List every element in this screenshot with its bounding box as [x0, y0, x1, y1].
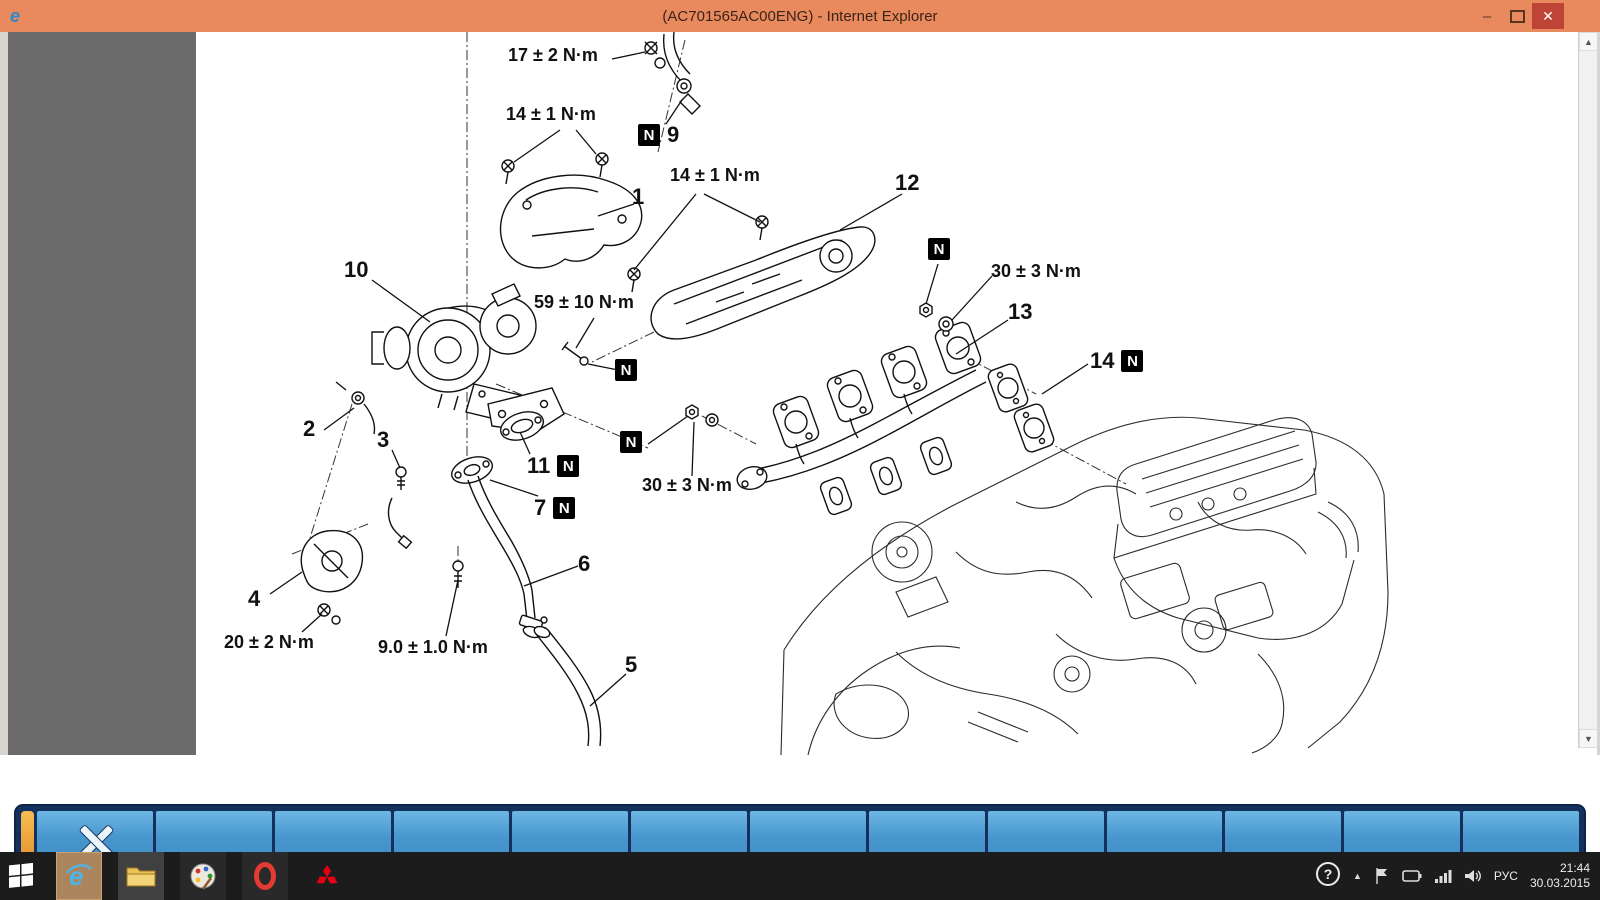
- ie-window-icon: e: [9, 5, 20, 26]
- tray-battery-icon[interactable]: [1402, 869, 1422, 883]
- page-left-edge: [0, 32, 8, 755]
- language-indicator[interactable]: РУС: [1493, 869, 1518, 883]
- minimize-button[interactable]: –: [1482, 7, 1492, 25]
- taskbar-paint-button[interactable]: [180, 852, 226, 900]
- vertical-scrollbar[interactable]: ▲ ▼: [1578, 32, 1598, 748]
- maximize-icon: [1509, 9, 1525, 23]
- clock-time: 21:44: [1559, 861, 1590, 875]
- tray-flag-icon[interactable]: [1374, 867, 1390, 885]
- scroll-up-button[interactable]: ▲: [1579, 32, 1598, 51]
- ie-icon: e: [65, 861, 92, 891]
- exploded-parts-drawing: [300, 32, 1055, 747]
- tray-network-icon[interactable]: [1434, 869, 1452, 883]
- taskbar-folder-button[interactable]: [118, 852, 164, 900]
- mitsubishi-icon: [316, 865, 338, 884]
- clock-date: 30.03.2015: [1529, 876, 1590, 890]
- start-button[interactable]: [0, 852, 42, 900]
- svg-text:?: ?: [1324, 866, 1333, 882]
- chevron-up-icon[interactable]: ▲: [1352, 871, 1362, 881]
- browser-viewport: ▲ ▼: [0, 32, 1600, 877]
- taskbar-mitsubishi-button[interactable]: [304, 852, 350, 900]
- close-button[interactable]: ✕: [1532, 3, 1564, 29]
- page-gray-margin: [8, 32, 196, 755]
- taskbar-ie-button[interactable]: e: [56, 852, 102, 900]
- opera-icon: [254, 862, 276, 890]
- system-tray: ? ▲ РУС 21:44 30.03.2015: [1315, 861, 1600, 892]
- scroll-down-button[interactable]: ▼: [1579, 729, 1598, 748]
- tray-clock[interactable]: 21:44 30.03.2015: [1530, 861, 1590, 891]
- parts-diagram: [196, 32, 1578, 755]
- tray-volume-icon[interactable]: [1464, 868, 1482, 884]
- window-controls: – ✕: [1472, 0, 1564, 32]
- taskbar-opera-button[interactable]: [242, 852, 288, 900]
- engine-drawing: [780, 416, 1389, 755]
- windows-logo-icon: [9, 863, 33, 888]
- paint-icon: [190, 863, 216, 890]
- taskbar: e: [0, 852, 1600, 900]
- help-icon: ?: [1315, 861, 1340, 886]
- leader-lines: [269, 51, 1089, 707]
- folder-icon: [126, 867, 156, 887]
- page-right-edge: [1597, 32, 1600, 755]
- maximize-button[interactable]: [1502, 4, 1532, 28]
- tray-help-button[interactable]: ?: [1315, 861, 1341, 892]
- diagram-canvas: [269, 32, 1389, 755]
- window-titlebar: e (AC701565AC00ENG) - Internet Explorer …: [0, 0, 1600, 33]
- window-title: (AC701565AC00ENG) - Internet Explorer: [662, 7, 938, 25]
